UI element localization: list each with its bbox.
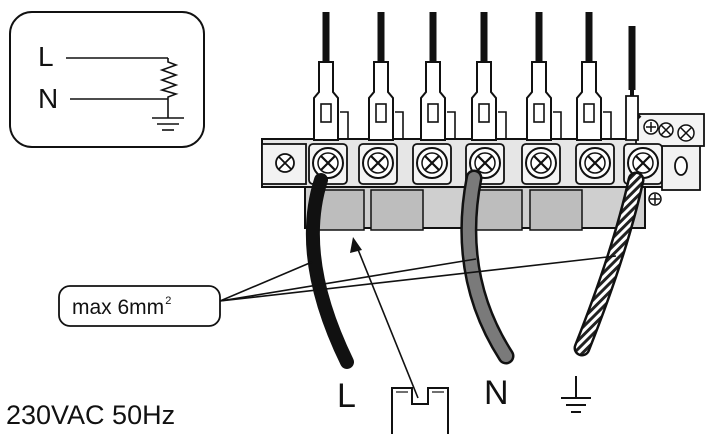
legend-resistor-icon — [159, 58, 179, 99]
legend-ground-icon — [152, 99, 184, 131]
mount-hole-icon — [674, 156, 688, 176]
neutral-wire-label: N — [484, 374, 509, 412]
terminal-screw-4-icon — [465, 143, 505, 185]
neutral-wire — [462, 172, 512, 362]
terminal-screw-2-icon — [358, 143, 398, 185]
top-lead-4 — [471, 12, 507, 141]
legend-frame — [9, 11, 205, 148]
callout-lines — [219, 255, 617, 302]
terminal-screw-3-icon — [412, 143, 452, 185]
cable-size-callout: max 6mm2 — [58, 285, 221, 327]
callout-superscript: 2 — [165, 295, 171, 307]
legend-neutral-label: N — [38, 83, 58, 114]
legend-line-label: L — [38, 41, 54, 72]
clamp-arrow — [350, 237, 419, 399]
callout-main: max 6mm — [72, 296, 164, 319]
callout-text: max 6mm2 — [72, 295, 171, 319]
supply-wires — [305, 169, 645, 369]
top-lead-2 — [368, 12, 404, 141]
live-wire — [305, 173, 354, 369]
legend-box: L N — [9, 11, 205, 148]
terminal-screw-5-icon — [521, 143, 561, 185]
earth-ground-icon — [561, 376, 591, 413]
top-lead-5 — [526, 12, 562, 141]
top-lead-3 — [420, 12, 456, 141]
top-lead-1 — [313, 12, 349, 141]
supply-spec: 230VAC 50Hz — [6, 400, 175, 430]
cable-clamp — [391, 387, 449, 434]
top-lead-7 — [625, 26, 642, 141]
terminal-screws — [308, 143, 663, 185]
top-connectors — [313, 12, 642, 141]
callout-frame — [58, 285, 221, 327]
live-wire-label: L — [337, 377, 356, 415]
terminal-screw-6-icon — [575, 143, 615, 185]
earth-wire — [576, 174, 642, 354]
top-lead-6 — [576, 12, 612, 141]
